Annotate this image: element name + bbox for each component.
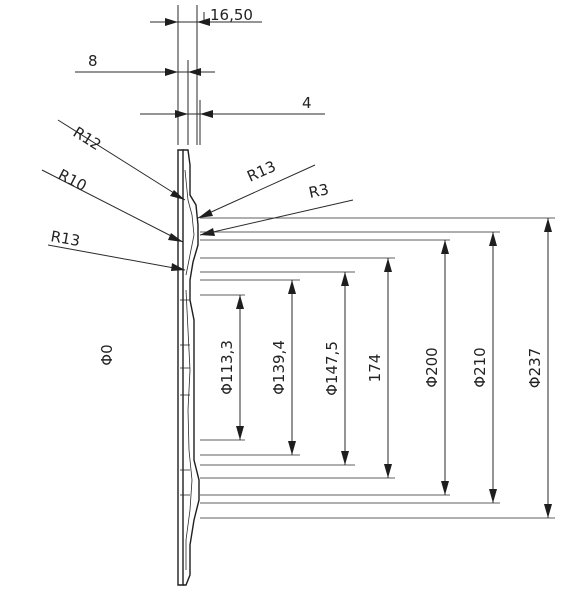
diameter-d174: 174 <box>200 257 395 479</box>
arrow-top <box>489 232 497 246</box>
arrow-bottom <box>341 451 349 465</box>
diameter-label-d113: Φ113,3 <box>218 340 236 395</box>
radius-r3-label: R3 <box>307 180 330 202</box>
dim-4-label: 4 <box>302 94 312 112</box>
diameter-d210: Φ210 <box>200 231 500 504</box>
radius-r12-label: R12 <box>70 123 105 154</box>
arrow-bottom <box>441 481 449 495</box>
diameter-label-d210: Φ210 <box>471 347 489 387</box>
arrow-bottom <box>384 464 392 478</box>
diameter-d139: Φ139,4 <box>200 279 300 456</box>
radius-r13-upper-label: R13 <box>244 157 278 185</box>
arrow-bottom <box>544 504 552 518</box>
disc-cross-section <box>177 149 200 586</box>
arrow-top <box>441 240 449 254</box>
diameter-label-d237: Φ237 <box>526 348 544 388</box>
diameter-d200: Φ200 <box>200 239 450 496</box>
thickness-dimensions: 16,50 8 4 <box>75 5 325 145</box>
dim-8-label: 8 <box>88 52 98 70</box>
dim-16-50-label: 16,50 <box>210 6 253 24</box>
diameter-label-d139: Φ139,4 <box>270 340 288 395</box>
arrow-top <box>544 218 552 232</box>
arrow-bottom <box>288 441 296 455</box>
diameter-label-d147: Φ147,5 <box>323 341 341 396</box>
diameter-d113: Φ113,3 <box>200 294 245 441</box>
arrow-top <box>341 272 349 286</box>
arrow-bottom <box>236 426 244 440</box>
diameter-label-d174: 174 <box>366 354 384 383</box>
center-diameter-label: Φ0 <box>98 344 116 365</box>
diameter-label-d200: Φ200 <box>423 347 441 387</box>
diameter-d237: Φ237 <box>200 217 555 519</box>
diameter-d147: Φ147,5 <box>200 271 355 466</box>
diameter-dimensions: Φ113,3 Φ139,4 Φ147,5 174 Φ200 Φ210 Φ237 <box>200 217 555 519</box>
arrow-top <box>236 295 244 309</box>
arrow-top <box>384 258 392 272</box>
arrow-top <box>288 280 296 294</box>
radius-r10-label: R10 <box>55 166 89 195</box>
arrow-bottom <box>489 489 497 503</box>
radius-r13-lower-label: R13 <box>49 227 81 250</box>
